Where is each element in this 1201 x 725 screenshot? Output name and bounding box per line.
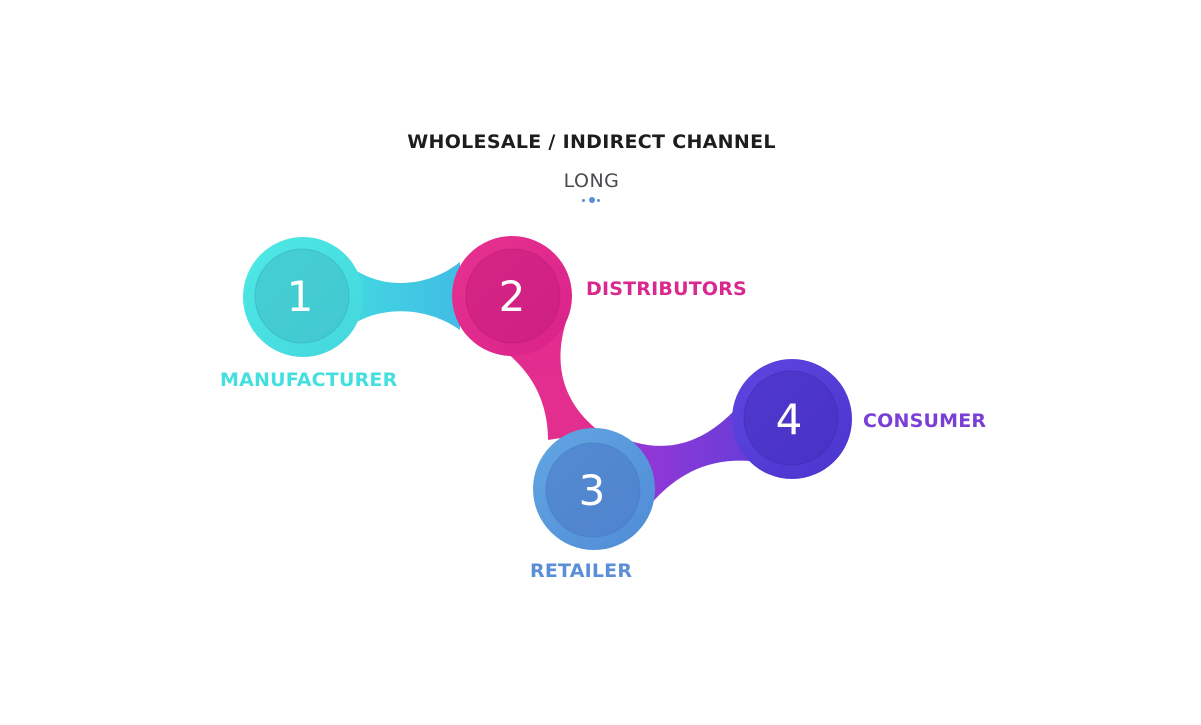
node-manufacturer: 1	[243, 237, 363, 357]
node-number: 2	[499, 272, 526, 321]
node-number: 1	[287, 272, 314, 321]
node-consumer: 4	[732, 359, 852, 479]
node-number: 3	[579, 466, 606, 515]
dot-small-left	[582, 199, 585, 202]
node-retailer: 3	[533, 428, 655, 550]
label-manufacturer: MANUFACTURER	[220, 369, 398, 391]
dots-divider-icon	[582, 197, 602, 203]
node-number: 4	[776, 395, 803, 444]
label-distributors: DISTRIBUTORS	[586, 278, 747, 300]
dot-small-right	[597, 199, 600, 202]
diagram-title: WHOLESALE / INDIRECT CHANNEL	[407, 131, 776, 153]
dot-center	[589, 197, 595, 203]
diagram-subtitle: LONG	[563, 170, 620, 192]
connector-1-2	[345, 262, 460, 330]
node-distributors: 2	[452, 236, 572, 356]
label-retailer: RETAILER	[530, 560, 633, 582]
label-consumer: CONSUMER	[863, 410, 987, 432]
connector-2-3	[468, 322, 600, 440]
